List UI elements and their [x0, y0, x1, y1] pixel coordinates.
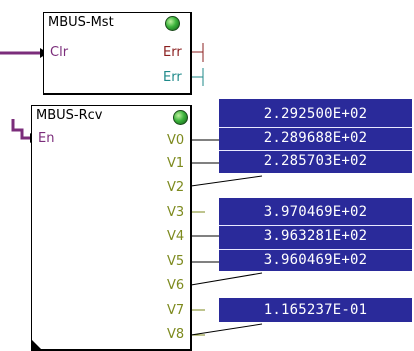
block-corner-marker: [32, 340, 41, 349]
display-separator: [219, 150, 412, 151]
v6-connection: [190, 272, 263, 286]
display-value: 3.970469E+02: [263, 204, 368, 220]
mbus-mst-block[interactable]: MBUS-Mst Clr Err Err: [43, 12, 192, 95]
display-separator: [219, 127, 412, 128]
display-value: 2.292500E+02: [263, 106, 368, 122]
en-port-label[interactable]: En: [38, 131, 55, 146]
v4-port-label[interactable]: V4: [167, 229, 185, 244]
mbus-rcv-block[interactable]: MBUS-Rcv En V0 V1 V2 V3 V4 V5 V6 V7 V8: [31, 105, 192, 351]
v0-port-label[interactable]: V0: [167, 133, 185, 148]
display-value: 3.960469E+02: [263, 252, 368, 268]
err-port-label[interactable]: Err: [163, 45, 182, 60]
value-display-group-2[interactable]: 3.970469E+02 3.963281E+02 3.960469E+02: [219, 198, 412, 271]
v8-port-label[interactable]: V8: [167, 327, 185, 342]
value-display-group-3[interactable]: 1.165237E-01: [219, 298, 412, 322]
v7-port-label[interactable]: V7: [167, 303, 185, 318]
v3-port-label[interactable]: V3: [167, 205, 185, 220]
mbus-rcv-title: MBUS-Rcv: [36, 108, 103, 123]
display-separator: [219, 225, 412, 226]
v2-connection: [190, 175, 263, 187]
display-separator: [219, 249, 412, 250]
v5-port-label[interactable]: V5: [167, 254, 185, 269]
v8-connection: [190, 323, 263, 336]
mst-status-led-icon: [165, 16, 180, 31]
display-value: 1.165237E-01: [263, 302, 368, 318]
clr-input-wire[interactable]: [0, 48, 48, 58]
mbus-mst-title: MBUS-Mst: [48, 15, 114, 30]
clr-port-label[interactable]: Clr: [50, 45, 69, 60]
v2-port-label[interactable]: V2: [167, 180, 185, 195]
v1-port-label[interactable]: V1: [167, 156, 185, 171]
display-value: 3.963281E+02: [263, 228, 368, 244]
rcv-status-led-icon: [173, 110, 188, 125]
display-value: 2.285703E+02: [263, 153, 368, 169]
value-display-group-1[interactable]: 2.292500E+02 2.289688E+02 2.285703E+02: [219, 99, 412, 173]
v6-port-label[interactable]: V6: [167, 278, 185, 293]
en-input-wire[interactable]: [11, 119, 30, 140]
err-port-label-2[interactable]: Err: [163, 70, 182, 85]
display-value: 2.289688E+02: [263, 130, 368, 146]
